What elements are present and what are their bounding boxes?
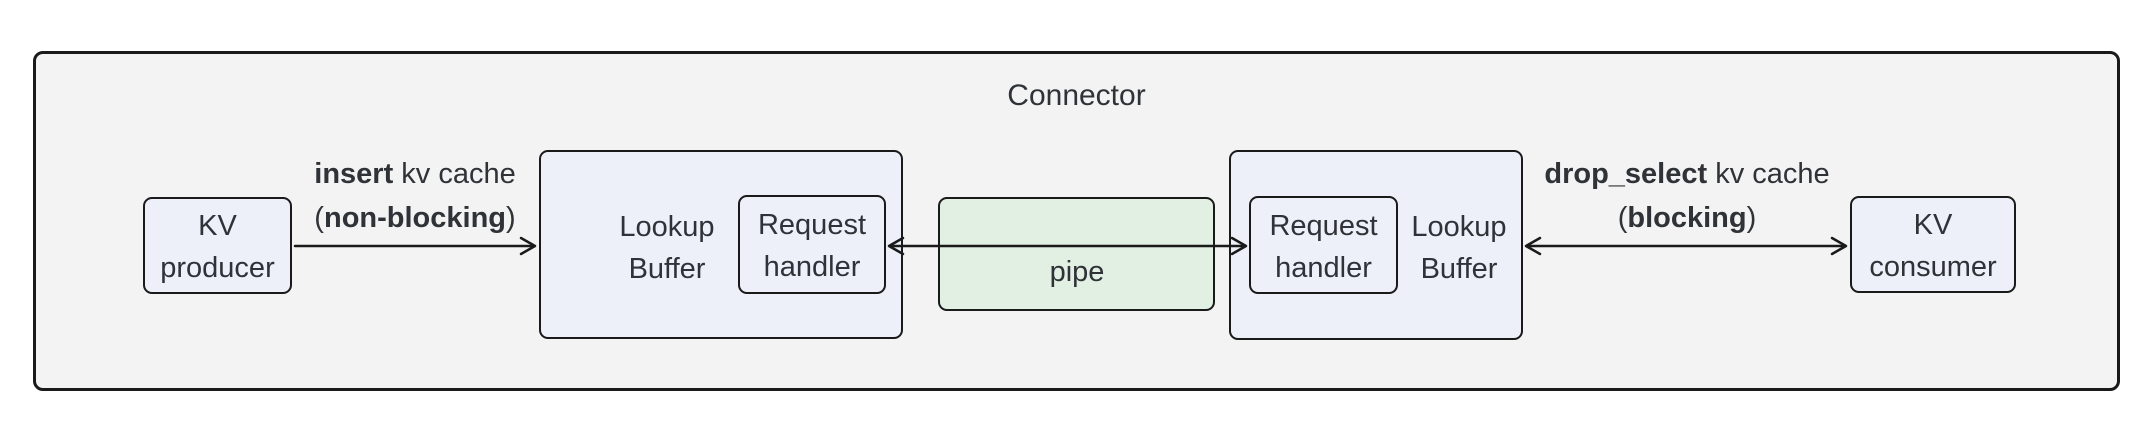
node-kv-producer-line1: KV — [198, 210, 237, 242]
node-lookup-buffer-left-label: Lookup Buffer — [619, 211, 715, 285]
edge-insert-label: insert kv cache (non-blocking) — [314, 158, 516, 234]
node-request-handler-left: Request handler — [738, 195, 886, 294]
connector-title: Connector — [1007, 79, 1146, 112]
node-lookup-buffer-right-label: Lookup Buffer — [1411, 211, 1507, 285]
edge-drop-select-label: drop_select kv cache (blocking) — [1544, 158, 1830, 234]
node-kv-producer: KV producer — [143, 197, 292, 294]
node-kv-consumer: KV consumer — [1850, 196, 2016, 293]
node-pipe-label: pipe — [1049, 256, 1105, 288]
node-request-handler-right: Request handler — [1249, 196, 1398, 294]
node-pipe — [938, 197, 1215, 311]
node-kv-producer-line2: producer — [160, 252, 275, 284]
